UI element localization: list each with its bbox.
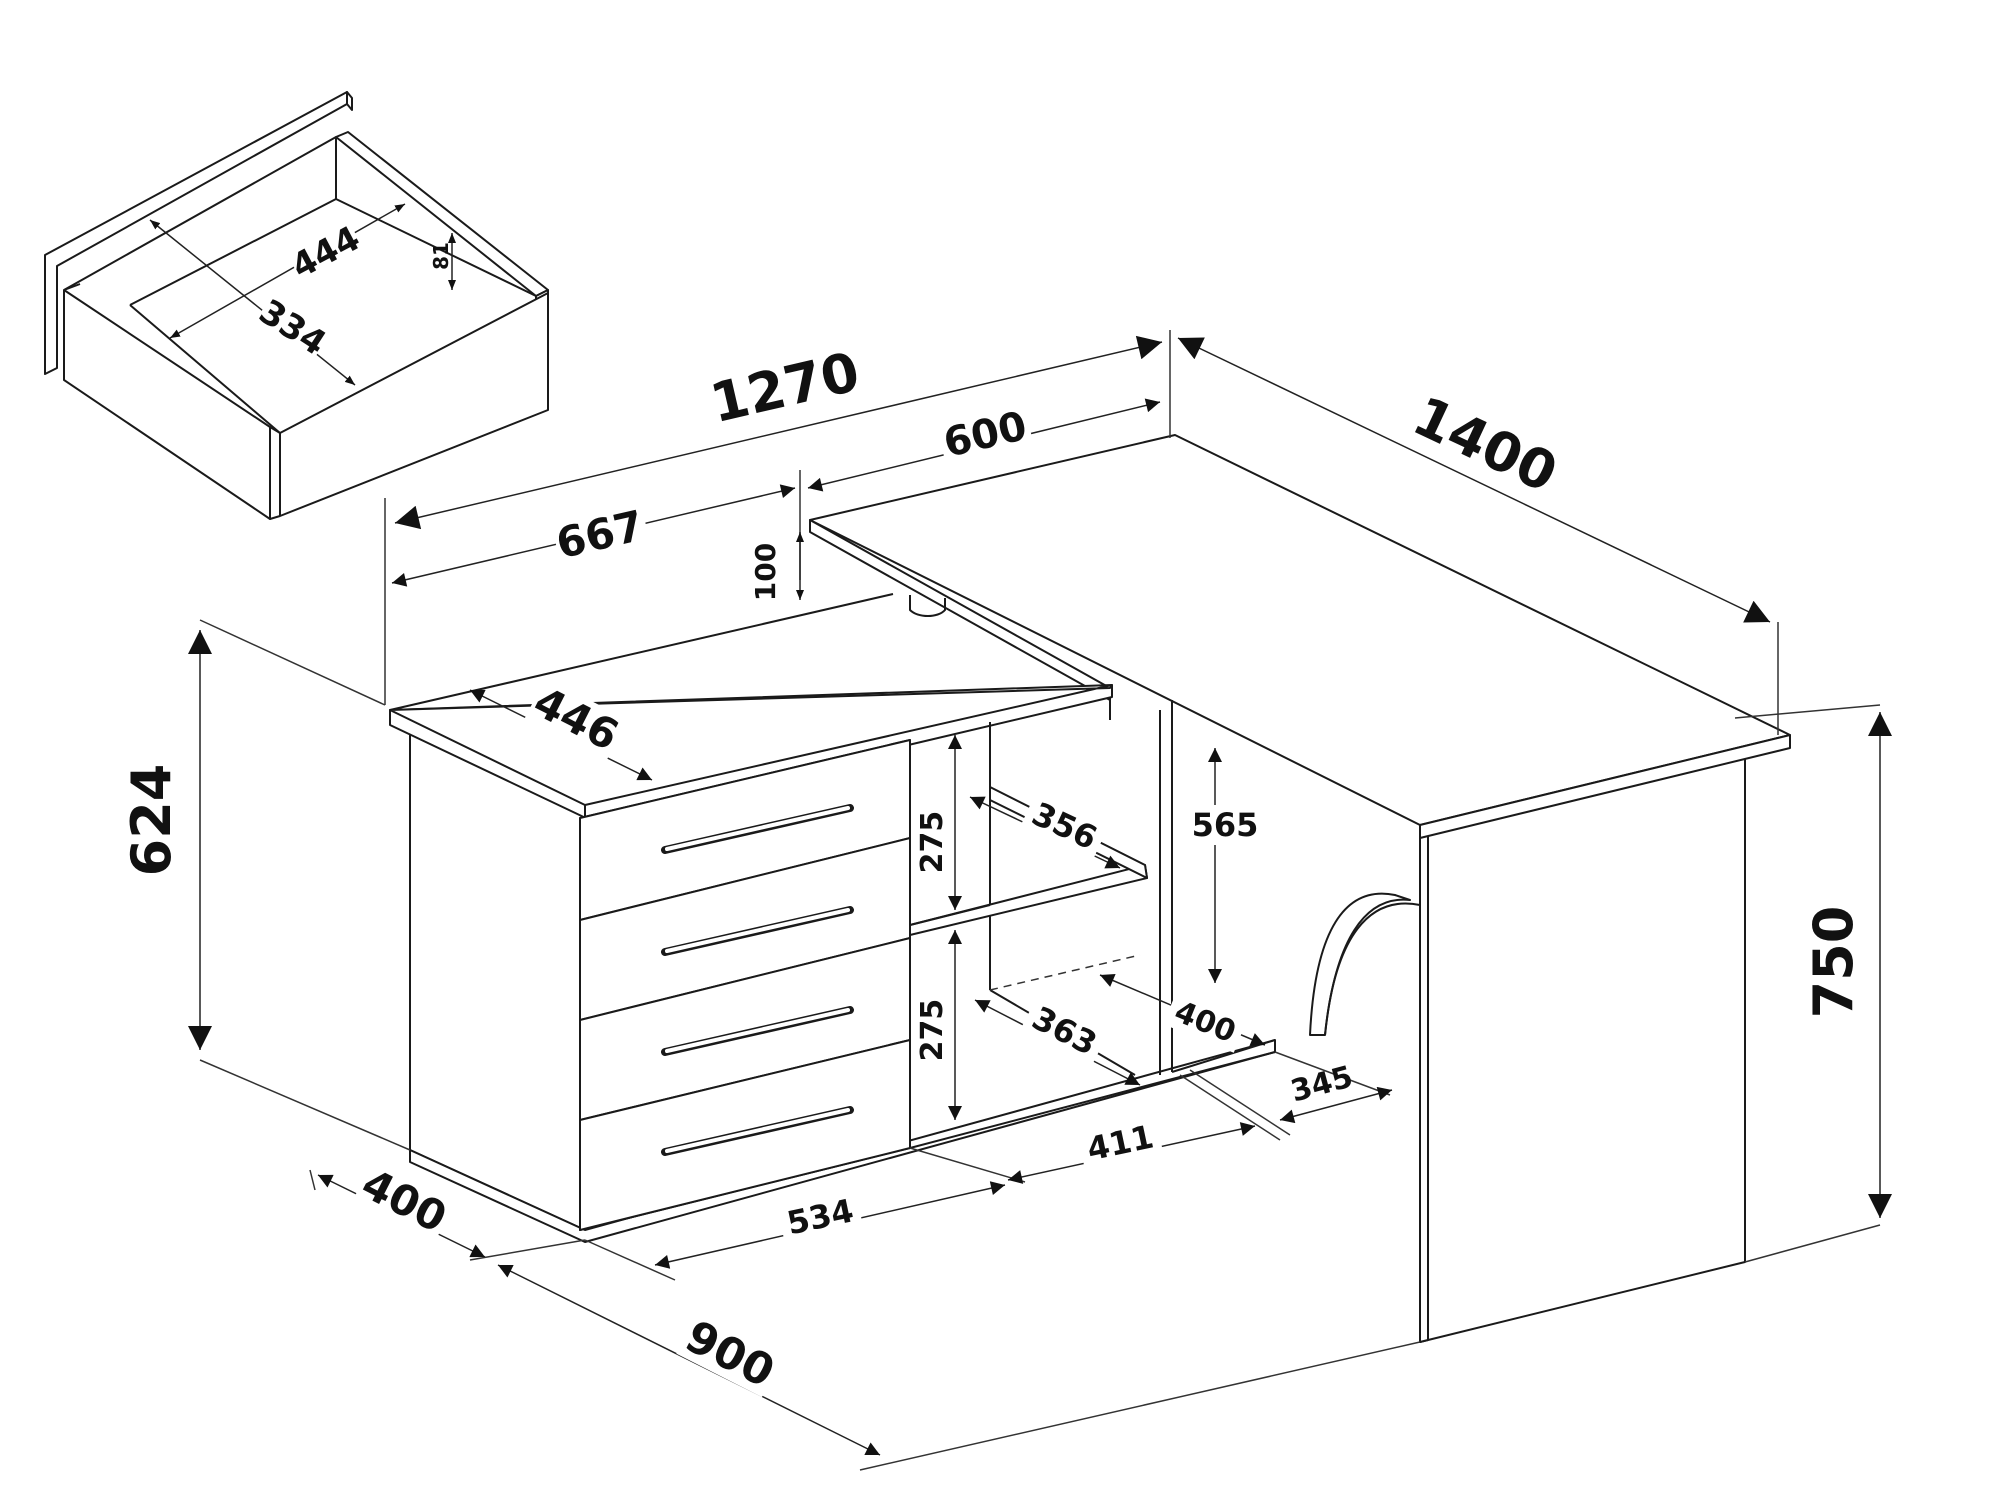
drawer-handle-2 (661, 906, 854, 956)
drawer-detail-illustration: 444 334 81 (44, 91, 549, 520)
cabinet-length-label: 667 (552, 501, 648, 568)
top-length-label: 600 (939, 403, 1031, 467)
knee-depth-label: 400 (1169, 994, 1240, 1050)
top-step-label: 100 (749, 543, 782, 601)
panel-gap-dimension-line (1279, 1086, 1393, 1124)
drawer-depth-dimension-line (169, 203, 406, 339)
total-length-label: 1270 (705, 340, 866, 435)
drawer-handle-1 (661, 804, 854, 854)
middle-shelf (909, 864, 1148, 936)
drawer-handle-3 (661, 1006, 854, 1056)
side-length-label: 1400 (1404, 384, 1567, 505)
cabinet-height-label: 624 (120, 764, 183, 877)
drawer-width-label: 444 (285, 218, 366, 287)
drawer-depth-label: 334 (252, 292, 333, 364)
lower-shelf-height-label: 275 (915, 999, 950, 1062)
drawer-handle-4 (661, 1106, 854, 1156)
corner-desk-illustration (389, 434, 1791, 1343)
side-length-dimension-line (1177, 337, 1771, 623)
base-middle-label: 411 (1084, 1117, 1157, 1168)
drawer-stack (579, 739, 911, 1231)
knee-height-label: 565 (1192, 806, 1259, 844)
upper-shelf-height-label: 275 (915, 811, 950, 874)
base-front-label: 534 (784, 1191, 857, 1242)
desk-height-label: 750 (1802, 906, 1865, 1019)
drawer-height-label: 81 (429, 242, 453, 270)
